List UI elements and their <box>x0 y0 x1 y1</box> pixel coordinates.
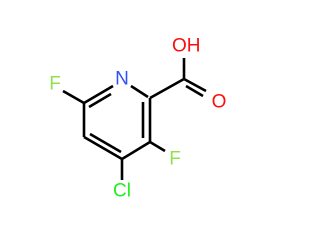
bond-n1-c2 <box>130 84 149 99</box>
bond-carboxyl-o <box>183 77 207 93</box>
atom-label-o: O <box>212 92 227 113</box>
chemical-structure: N OH O F F Cl <box>49 36 227 202</box>
atom-label-f-right: F <box>169 149 181 170</box>
bond-n1-c6 <box>83 84 114 105</box>
bond-c5-c4-inner <box>89 132 122 154</box>
atom-label-cl: Cl <box>113 181 131 202</box>
bond-c2-carboxyl <box>149 77 185 100</box>
bond-c4-c3 <box>121 140 151 161</box>
bond-n1-c6-inner <box>88 92 112 109</box>
atom-label-n: N <box>115 69 129 90</box>
bond-c3-f <box>149 140 166 153</box>
bond-c5-c4 <box>83 135 123 161</box>
bond-c6-f <box>62 89 85 105</box>
bond-carboxyl-o-inner <box>185 84 204 98</box>
atom-label-oh: OH <box>172 36 201 57</box>
atom-label-f-left: F <box>49 74 61 95</box>
